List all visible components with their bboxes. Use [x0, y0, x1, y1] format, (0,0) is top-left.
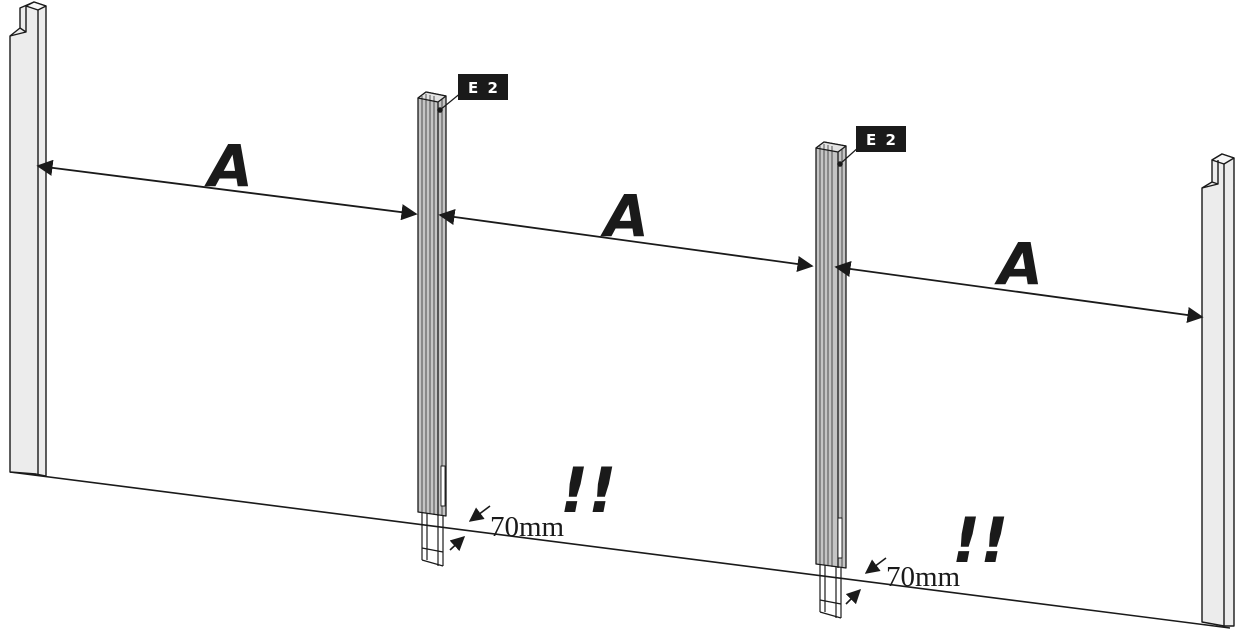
span-label-1: A	[204, 132, 253, 200]
warning-mark-1: !!	[560, 454, 617, 527]
part-tag-1: E 2	[437, 74, 508, 113]
span-label-3: A	[994, 230, 1043, 298]
part-tag-2: E 2	[837, 126, 906, 167]
middle-post-2	[815, 141, 847, 619]
part-tag-2-text: E 2	[866, 131, 898, 149]
depth-label-1: 70mm	[490, 511, 565, 543]
warning-mark-2: !!	[952, 504, 1009, 577]
depth-dimension-1	[449, 505, 491, 552]
span-arrow-1	[36, 159, 418, 221]
span-arrow-2	[438, 208, 814, 273]
depth-label-2: 70mm	[886, 561, 961, 593]
middle-post-1	[417, 91, 447, 567]
end-post-left	[9, 1, 47, 477]
span-label-2: A	[600, 182, 649, 250]
depth-dimension-2	[845, 557, 887, 605]
post-anchor-1	[421, 512, 444, 567]
span-arrow-3	[834, 260, 1204, 324]
ground-line	[9, 471, 1231, 629]
part-tag-1-text: E 2	[468, 79, 500, 97]
post-anchor-2	[819, 564, 842, 619]
end-post-right	[1201, 153, 1235, 627]
